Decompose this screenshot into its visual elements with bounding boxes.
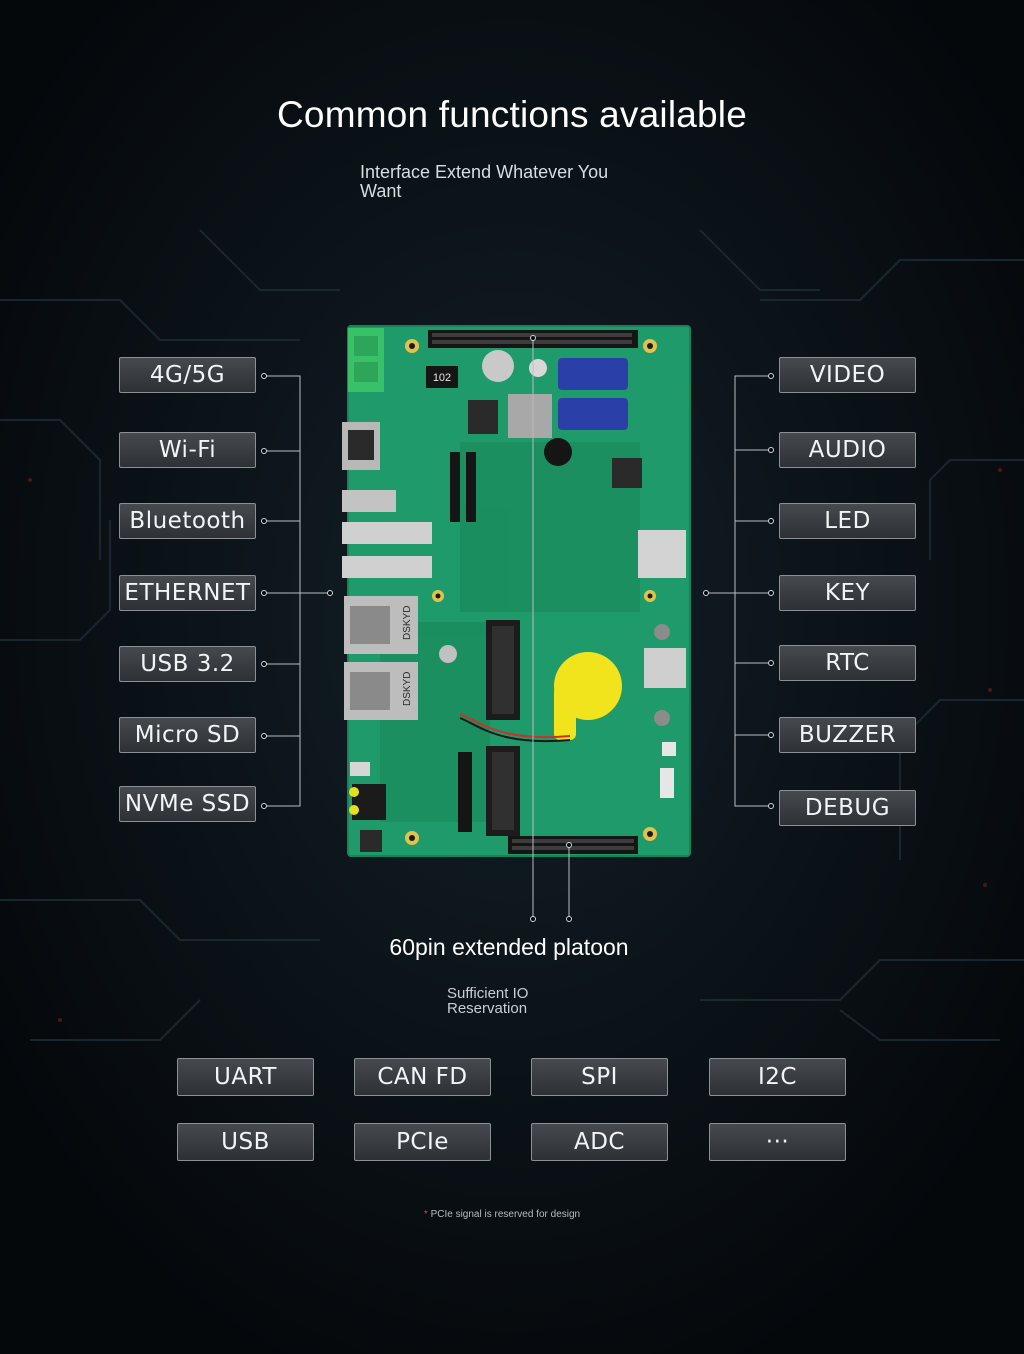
label-rtc: RTC (779, 645, 916, 681)
label-bluetooth: Bluetooth (119, 503, 256, 539)
io-label-spi: SPI (531, 1058, 668, 1096)
label-audio: AUDIO (779, 432, 916, 468)
lan2-brand: DSKYD (402, 606, 413, 640)
io-label-can-fd: CAN FD (354, 1058, 491, 1096)
chip-102-label: 102 (433, 372, 451, 384)
label-buzzer: BUZZER (779, 717, 916, 753)
io-label-more: ··· (709, 1123, 846, 1161)
io-label-adc: ADC (531, 1123, 668, 1161)
label-4g-5g: 4G/5G (119, 357, 256, 393)
footnote-star: * (423, 1209, 428, 1220)
label-ethernet: ETHERNET (119, 575, 256, 611)
lan1-brand: DSKYD (402, 672, 413, 706)
io-label-i2c: I2C (709, 1058, 846, 1096)
page-subtitle: Interface Extend Whatever You Want (360, 162, 609, 201)
page-title: Common functions available (277, 94, 747, 135)
io-label-pcie: PCIe (354, 1123, 491, 1161)
label-video: VIDEO (779, 357, 916, 393)
io-label-uart: UART (177, 1058, 314, 1096)
footnote-text: PCIe signal is reserved for design (430, 1209, 581, 1220)
pcb-board: 102 DSKYD DSKYD (342, 325, 691, 857)
io-label-usb: USB (177, 1123, 314, 1161)
platoon-title: 60pin extended platoon (389, 934, 629, 960)
label-key: KEY (779, 575, 916, 611)
label-usb-3-2: USB 3.2 (119, 646, 256, 682)
label-led: LED (779, 503, 916, 539)
label-debug: DEBUG (779, 790, 916, 826)
label-nvme-ssd: NVMe SSD (119, 786, 256, 822)
platoon-subtitle: Sufficient IO Reservation (447, 985, 529, 1017)
footnote: * PCIe signal is reserved for design (0, 1209, 1004, 1220)
label-micro-sd: Micro SD (119, 717, 256, 753)
label-wifi: Wi-Fi (119, 432, 256, 468)
